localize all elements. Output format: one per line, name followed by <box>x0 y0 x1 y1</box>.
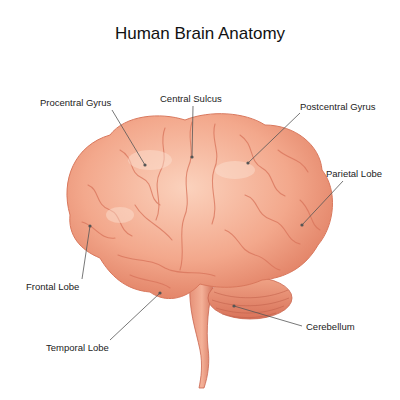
part-label: Cerebellum <box>306 321 355 332</box>
part-label: Procentral Gyrus <box>40 97 111 108</box>
cerebrum <box>67 114 333 299</box>
part-label: Parietal Lobe <box>326 168 382 179</box>
part-label: Temporal Lobe <box>46 342 109 353</box>
part-label: Central Sulcus <box>160 93 222 104</box>
part-label: Postcentral Gyrus <box>300 101 376 112</box>
diagram-title: Human Brain Anatomy <box>0 24 400 44</box>
leader-lines <box>82 106 343 340</box>
leader-dots <box>88 155 303 307</box>
gyri <box>82 122 320 288</box>
highlights <box>106 150 255 223</box>
part-label: Frontal Lobe <box>26 281 79 292</box>
